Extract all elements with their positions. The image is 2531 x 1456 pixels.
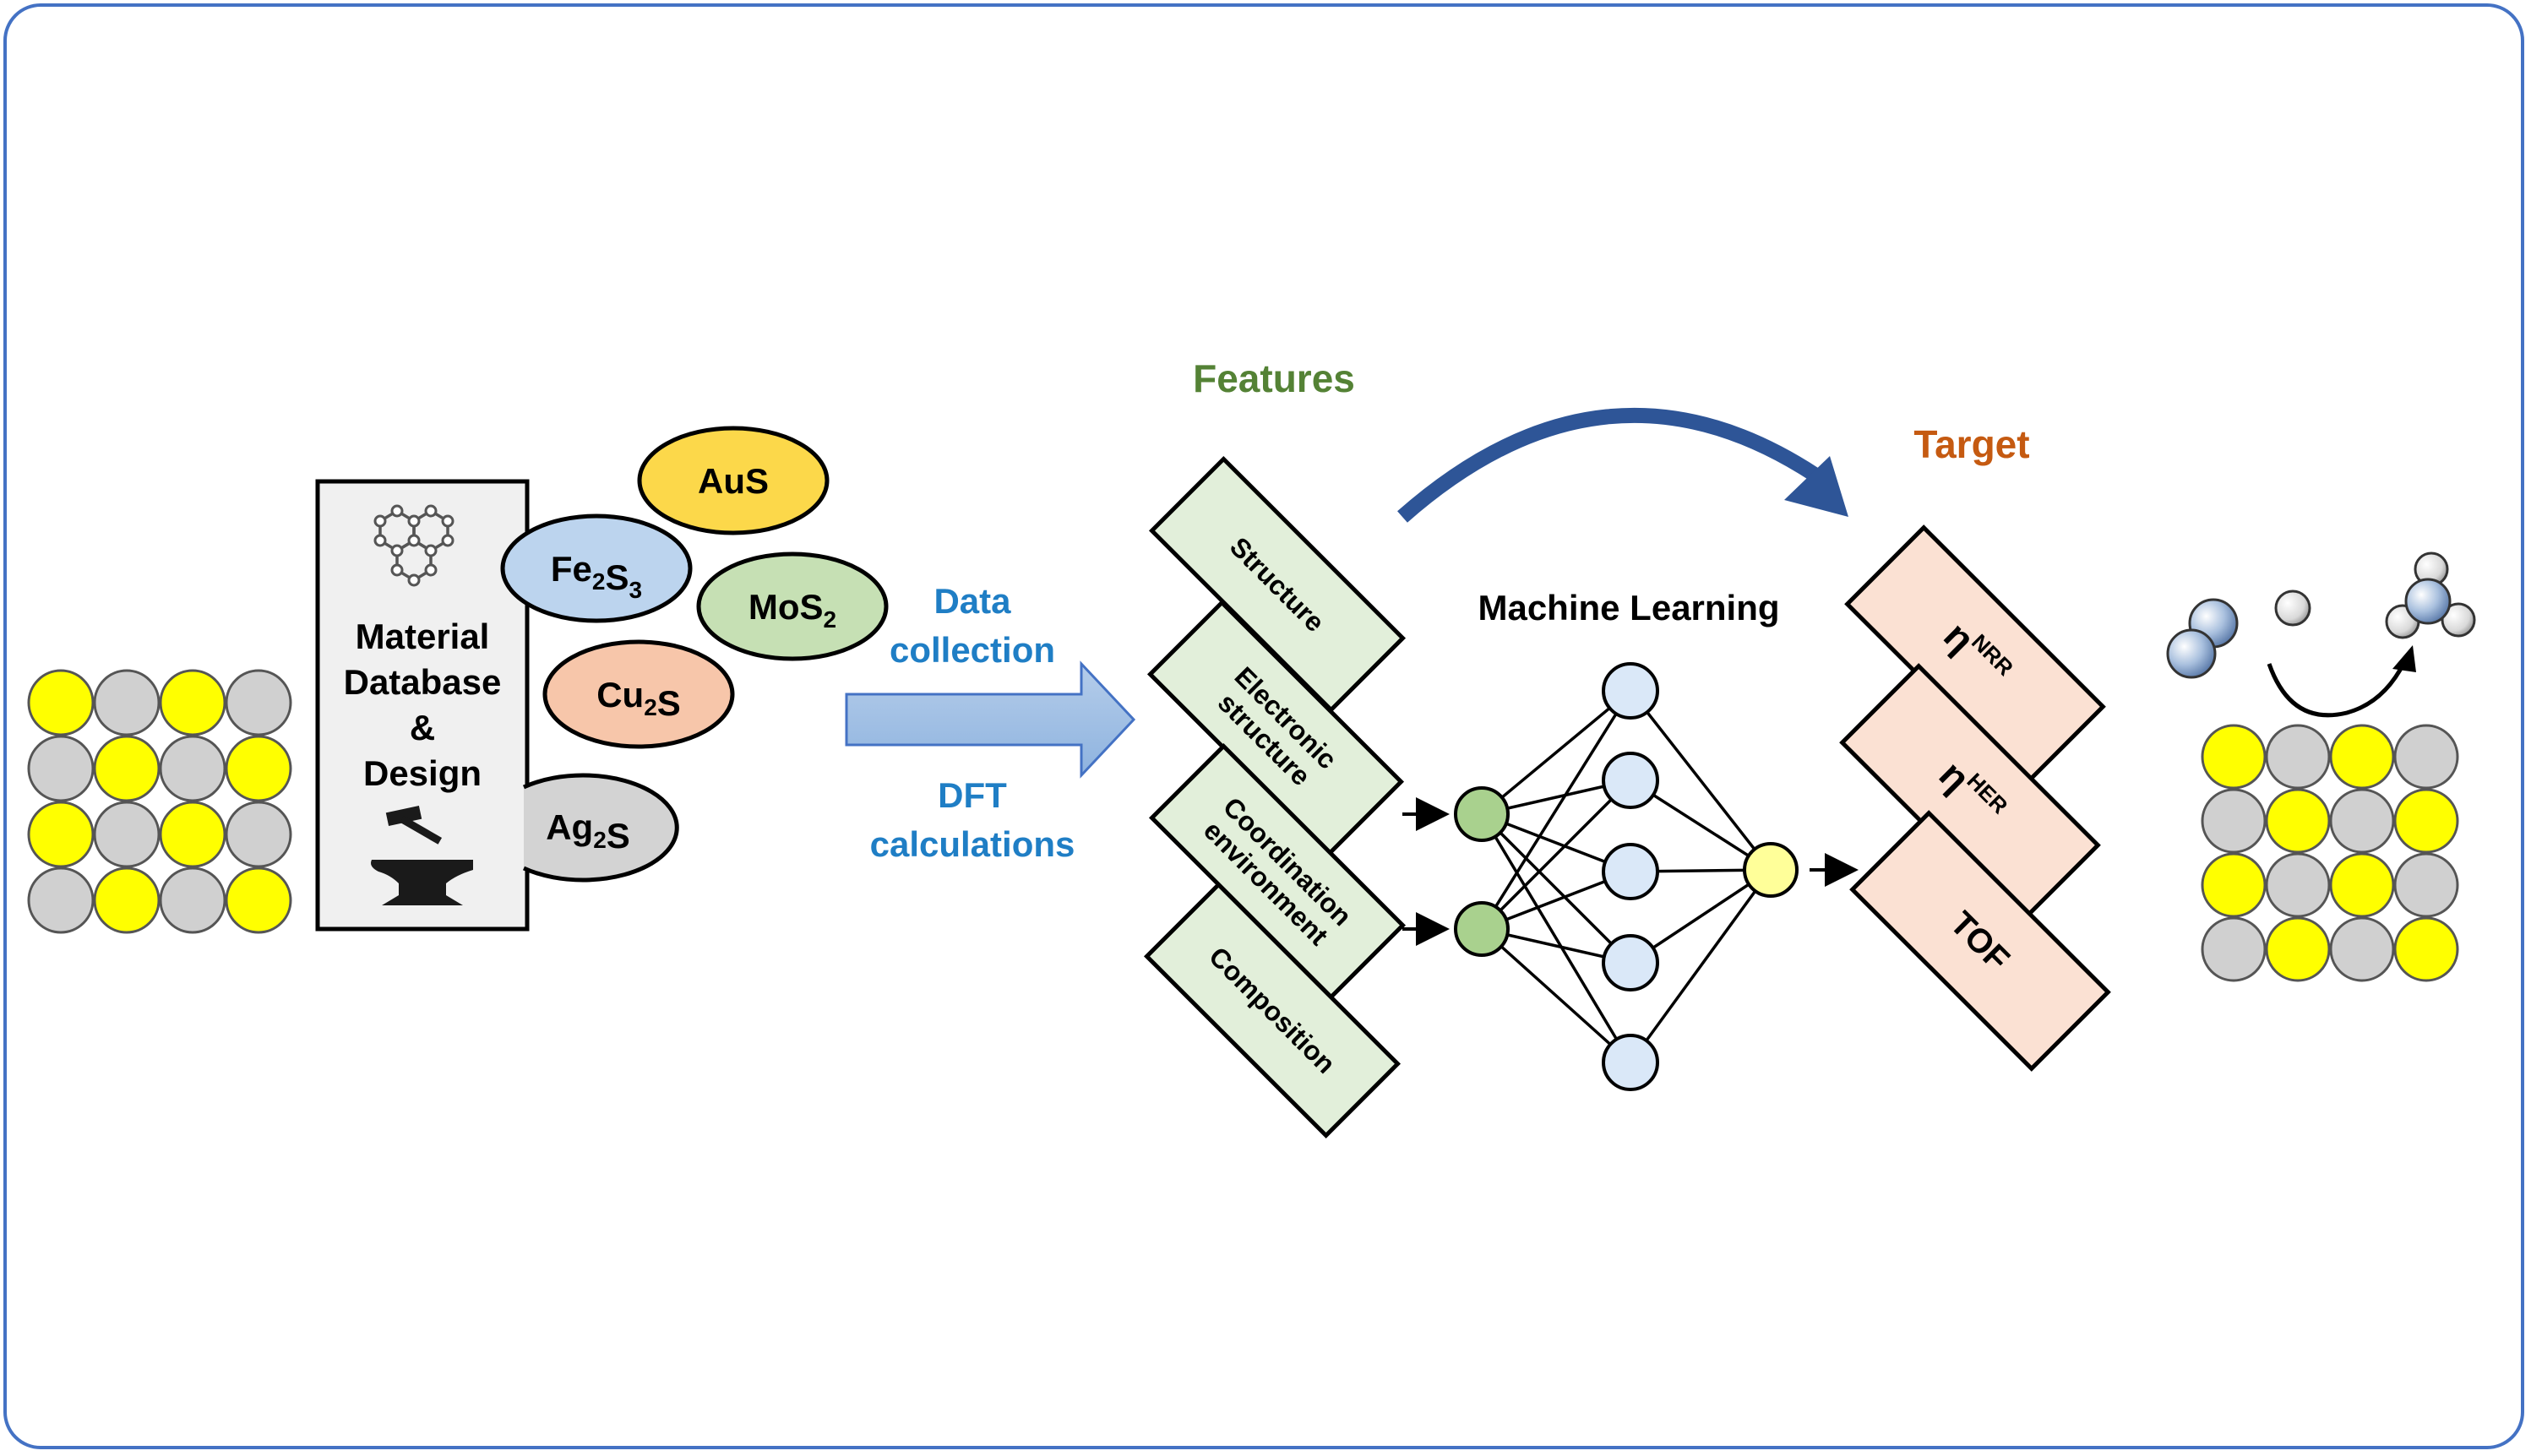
database-title-line-3: &: [410, 708, 435, 747]
ml-heading: Machine Learning: [1478, 588, 1779, 627]
features-to-target-arrowhead: [1784, 456, 1848, 517]
n2-atom-2: [2166, 628, 2217, 679]
right-grid-atom-yellow: [2393, 916, 2459, 982]
right-atom-grid: [2201, 724, 2459, 982]
nn-edge: [1480, 812, 1632, 964]
material-cu2s: Cu2S: [542, 639, 735, 749]
material-mos2-label: MoS2: [748, 587, 836, 633]
right-grid-atom-gray: [2265, 852, 2331, 918]
nn-output-node: [1743, 842, 1799, 898]
material-ellipses: AuS Fe2S3 MoS2 Cu2S Ag2S: [500, 426, 889, 883]
right-grid-atom-gray: [2201, 788, 2267, 854]
right-grid-atom-yellow: [2329, 852, 2395, 918]
database-title-line-4: Design: [363, 753, 482, 793]
left-atom-grid: [27, 669, 292, 934]
nn-hidden-node: [1602, 1034, 1659, 1091]
target-card: ηNRR: [1844, 524, 2106, 786]
material-fe2s3: Fe2S3: [500, 513, 693, 623]
right-grid-atom-yellow: [2265, 916, 2331, 982]
material-aus: AuS: [637, 426, 830, 535]
anvil-icon: [371, 860, 473, 905]
right-grid-atom-yellow: [2265, 788, 2331, 854]
material-ag2s-label: Ag2S: [546, 807, 630, 856]
nn-input-node: [1454, 786, 1510, 842]
nn-edge: [1629, 689, 1772, 872]
left-grid-atom-yellow: [27, 801, 95, 868]
right-grid-atom-gray: [2329, 916, 2395, 982]
reaction-illustration: [2166, 551, 2476, 718]
right-grid-atom-yellow: [2201, 852, 2267, 918]
left-grid-atom-yellow: [225, 735, 292, 802]
target-card: ηHER: [1839, 663, 2101, 925]
right-grid-atom-gray: [2393, 724, 2459, 790]
features-to-target-arrow: [1397, 407, 1819, 523]
left-grid-atom-gray: [27, 867, 95, 934]
nn-hidden-node: [1602, 752, 1659, 809]
material-cu2s-label: Cu2S: [596, 675, 681, 723]
left-grid-atom-gray: [93, 669, 161, 736]
nn-edge: [1629, 868, 1772, 1064]
nn-edge: [1480, 689, 1632, 816]
nh3-n-atom: [2404, 578, 2452, 625]
nn-input-node: [1454, 901, 1510, 957]
nh3-h-right: [2441, 602, 2476, 638]
feature-cards: StructureElectronicstructureCoordination…: [1143, 455, 1407, 1139]
nn-edge: [1480, 813, 1632, 1063]
right-grid-atom-yellow: [2201, 724, 2267, 790]
diagram-frame: [3, 3, 2524, 1449]
material-fe2s3-label: Fe2S3: [551, 549, 642, 603]
hexagon-node-dots: [373, 504, 454, 587]
reaction-arrowhead: [2392, 645, 2416, 672]
left-grid-atom-yellow: [159, 801, 226, 868]
features-heading: Features: [1193, 356, 1355, 400]
target-heading: Target: [1913, 422, 2029, 466]
left-grid-atom-gray: [225, 801, 292, 868]
nn-hidden-node: [1602, 934, 1659, 991]
material-ag2s: Ag2S: [522, 773, 679, 883]
left-grid-atom-gray: [27, 735, 95, 802]
material-aus-label: AuS: [698, 461, 769, 501]
left-grid-atom-yellow: [93, 735, 161, 802]
hammer-icon: [385, 806, 443, 845]
nn-hidden-node: [1602, 662, 1659, 720]
right-grid-atom-gray: [2329, 788, 2395, 854]
right-grid-atom-gray: [2265, 724, 2331, 790]
dft-line-2: calculations: [870, 824, 1075, 864]
right-grid-atom-yellow: [2329, 724, 2395, 790]
left-grid-atom-yellow: [27, 669, 95, 736]
right-grid-atom-yellow: [2393, 788, 2459, 854]
left-grid-atom-gray: [159, 735, 226, 802]
neural-network: [1402, 662, 1859, 1091]
database-title-line-2: Database: [344, 662, 502, 702]
nn-hidden-node: [1602, 843, 1659, 900]
material-mos2: MoS2: [696, 551, 889, 661]
left-grid-atom-yellow: [159, 669, 226, 736]
reaction-arrow: [2267, 660, 2407, 718]
left-grid-atom-gray: [225, 669, 292, 736]
data-collection-line-2: collection: [890, 630, 1055, 670]
nn-edge: [1480, 779, 1632, 931]
h-atom: [2274, 589, 2311, 627]
nn-edge: [1480, 927, 1632, 1064]
left-grid-atom-gray: [93, 801, 161, 868]
left-grid-atom-gray: [159, 867, 226, 934]
right-grid-atom-gray: [2201, 916, 2267, 982]
material-database-box: Material Database & Design: [315, 479, 530, 932]
left-grid-atom-yellow: [225, 867, 292, 934]
dft-line-1: DFT: [938, 775, 1007, 815]
data-collection-line-1: Data: [933, 581, 1011, 621]
target-card: TOF: [1849, 810, 2111, 1072]
right-grid-atom-gray: [2393, 852, 2459, 918]
database-title-line-1: Material: [356, 617, 490, 656]
left-grid-atom-yellow: [93, 867, 161, 934]
data-collection-arrow: [845, 660, 1136, 779]
nn-edge: [1480, 690, 1632, 930]
